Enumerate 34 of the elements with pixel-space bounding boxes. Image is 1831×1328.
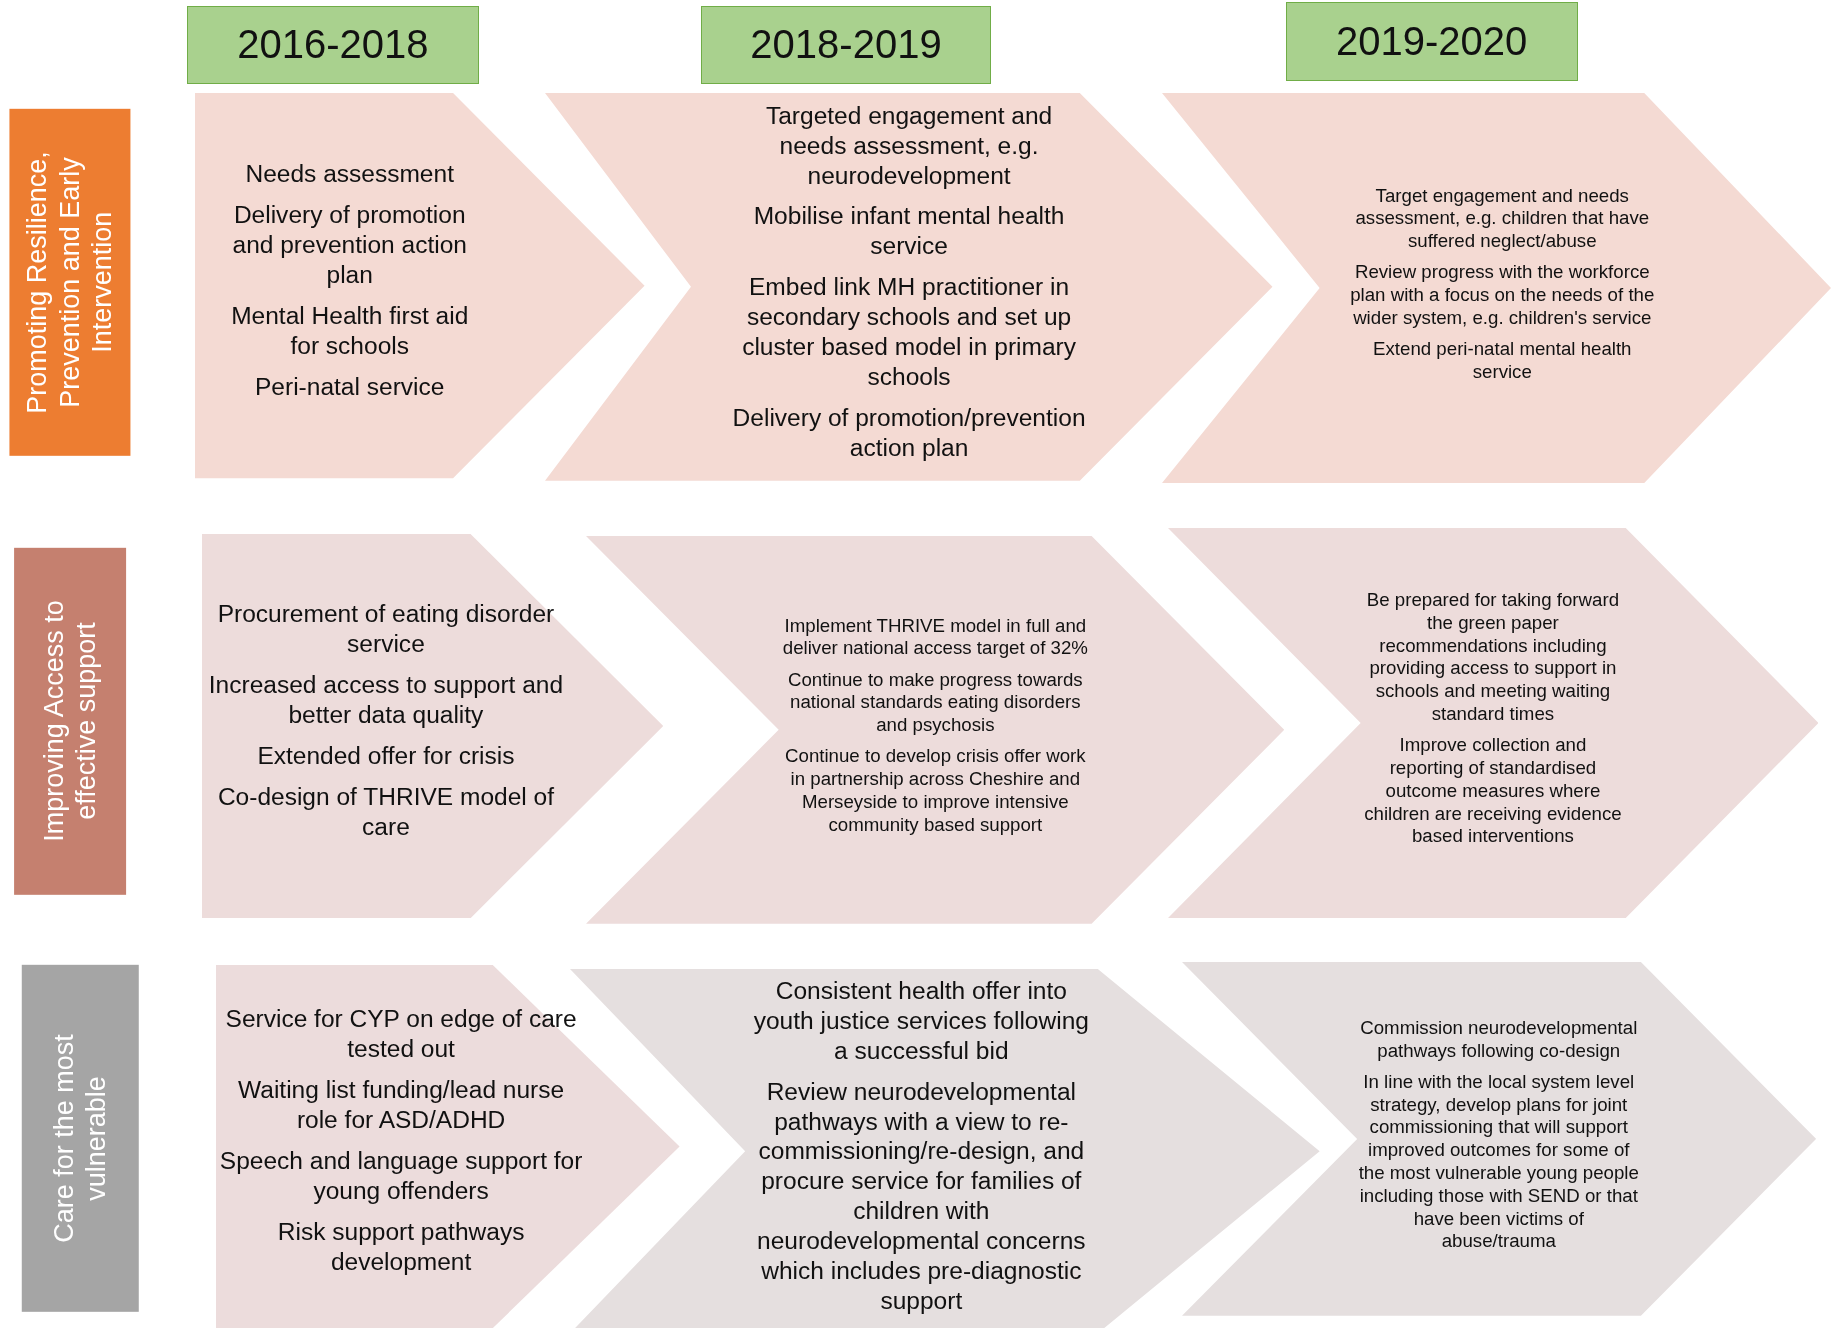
timeline-item-text: Needs assessment xyxy=(245,159,454,190)
timeline-item-text: Targeted engagement and needs assessment, e.g. neurodevelopment xyxy=(764,100,1054,191)
timeline-item-text: Co-design of THRIVE model of care xyxy=(216,781,555,842)
timeline-item-text: Continue to develop crisis offer work in partnership across Cheshire and Merseyside to improve intensive community based support xyxy=(784,745,1087,837)
timeline-item-text: Mobilise infant mental health service xyxy=(752,201,1066,262)
timeline-item-text: Continue to make progress towards national standards eating disorders and psychosis xyxy=(786,668,1084,737)
timeline-item-text: Implement THRIVE model in full and deliver national access target of 32% xyxy=(781,614,1089,661)
timeline-item-text: Waiting list funding/lead nurse role for ASD/ADHD xyxy=(237,1075,566,1136)
timeline-item-text: Procurement of eating disorder service xyxy=(216,599,556,659)
timeline-item-text: Extend peri-natal mental health service xyxy=(1372,338,1633,384)
timeline-item-text: Target engagement and needs assessment, e.g. children that have suffered neglect/abuse xyxy=(1354,184,1651,253)
year-header: 2016-2018 xyxy=(186,5,479,85)
timeline-item-text: Extended offer for crisis xyxy=(257,740,515,771)
timeline-item-text: Be prepared for taking forward the green paper recommendations including providing access to support in schools and meeting waiting standard times xyxy=(1365,589,1621,726)
timeline-item-text: Consistent health offer into youth justice services following a successful bid xyxy=(752,975,1090,1066)
timeline-item-text: Review neurodevelopmental pathways with a view to re-commissioning/re-design, and procure service for families of children with neurodevelopmental concerns which includes pre-diagnostic support xyxy=(756,1076,1087,1316)
timeline-item-text: Service for CYP on edge of care tested out xyxy=(224,1004,578,1065)
timeline-item-text: Risk support pathways development xyxy=(276,1216,526,1277)
timeline-item-text: Improve collection and reporting of standardised outcome measures where children are receiving evidence based interventions xyxy=(1363,734,1623,849)
timeline-item-text: Delivery of promotion/prevention action plan xyxy=(732,402,1086,463)
timeline-item-text: Mental Health first aid for schools xyxy=(230,301,470,361)
timeline-item-text: Increased access to support and better data quality xyxy=(207,669,565,730)
row-header: Care for the most vulnerable xyxy=(22,964,139,1312)
timeline-item-text: Review progress with the workforce plan with a focus on the needs of the wider system, e.g. children's service xyxy=(1349,261,1656,330)
year-header: 2019-2020 xyxy=(1285,2,1578,81)
timeline-item-text: Embed link MH practitioner in secondary schools and set up cluster based model in primary schools xyxy=(741,272,1077,392)
timeline-item-text: In line with the local system level strategy, develop plans for joint commissioning that will support improved outcomes for some of the most vulnerable young people including those with SEND or that have been victims of abuse/trauma xyxy=(1357,1070,1640,1254)
timeline-item-text: Delivery of promotion and prevention action plan xyxy=(231,200,468,290)
row-header: Promoting Resilience, Prevention and Early Intervention xyxy=(9,108,131,456)
timeline-item-text: Peri-natal service xyxy=(255,371,445,402)
timeline-item-text: Speech and language support for young offenders xyxy=(218,1146,584,1206)
row-header: Improving Access to effective support xyxy=(14,547,127,895)
timeline-item-text: Commission neurodevelopmental pathways following co-design xyxy=(1359,1016,1639,1063)
year-header: 2018-2019 xyxy=(700,5,992,85)
